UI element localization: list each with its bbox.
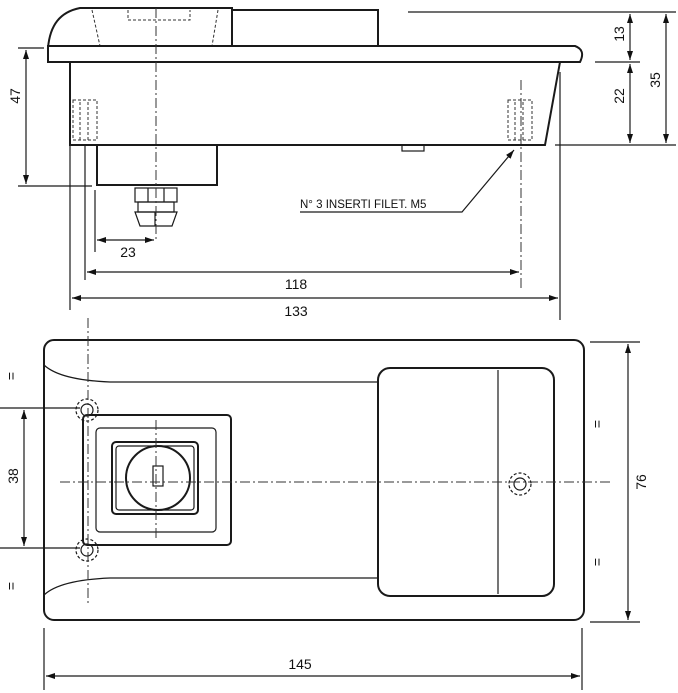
top-view: 38 76 145 = = = = <box>0 318 649 690</box>
recess-bottom <box>43 577 378 596</box>
screw-hole-top-left <box>75 398 99 422</box>
parallel-symbol-right-bottom: = <box>589 558 605 566</box>
key-slot <box>152 465 164 487</box>
dim-133: 133 <box>284 303 308 319</box>
lock-housing <box>96 144 218 186</box>
flange-plate <box>47 45 584 63</box>
dim-13: 13 <box>611 26 627 42</box>
dim-47: 47 <box>7 88 23 104</box>
screw-hole-bottom-left <box>75 538 99 562</box>
insert-left <box>72 99 98 141</box>
lock-square-outer <box>82 414 232 546</box>
small-tab <box>401 144 425 152</box>
dim-35: 35 <box>647 72 663 88</box>
handle-cap <box>46 7 233 50</box>
dim-22: 22 <box>611 88 627 104</box>
dim-118: 118 <box>285 276 308 292</box>
parallel-symbol-right-top: = <box>589 420 605 428</box>
inserts-note: N° 3 INSERTI FILET. M5 <box>300 199 426 211</box>
note-leader <box>300 149 515 213</box>
parallel-symbol-left-bottom: = <box>3 582 19 590</box>
parallel-symbol-left-top: = <box>3 372 19 380</box>
screw-hole-right <box>508 472 532 496</box>
dim-38: 38 <box>5 468 21 484</box>
top-block <box>231 9 379 47</box>
lock-square-inner <box>111 441 199 515</box>
recess-top <box>43 364 378 383</box>
cap-inner <box>91 9 219 47</box>
dim-145: 145 <box>288 656 312 672</box>
outer-plate <box>43 339 585 621</box>
lock-cylinder <box>125 445 191 511</box>
dim-23: 23 <box>120 244 136 260</box>
main-body <box>69 61 562 146</box>
dim-76: 76 <box>633 474 649 490</box>
insert-right <box>507 99 533 141</box>
side-view: 13 22 35 47 23 118 133 N° 3 INSERTI FILE… <box>7 7 676 320</box>
